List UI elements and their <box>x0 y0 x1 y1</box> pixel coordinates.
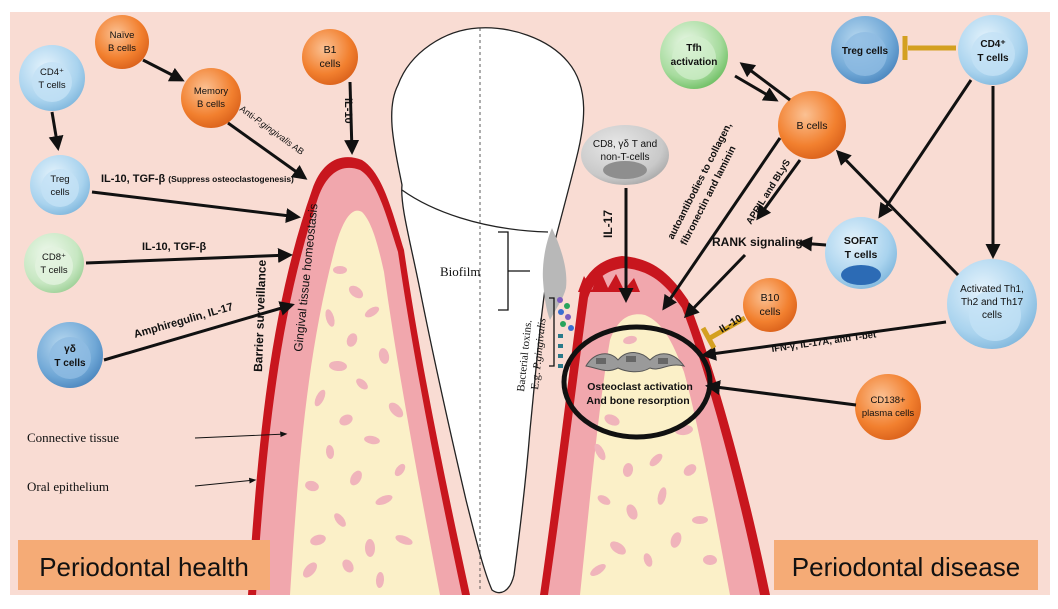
memory-b-cells: Memory B cells <box>181 68 241 128</box>
b-cells-right-label: B cells <box>797 120 828 132</box>
cd8-gd-non-t-cells: CD8, γδ T and non-T-cells <box>581 125 669 185</box>
gamma-delta-t-cells-left: γδ T cells <box>37 322 103 388</box>
osteoclast-label-1: Osteoclast activation <box>587 381 693 393</box>
b1-line1: B1 <box>324 44 337 56</box>
treg-left-line1: Treg <box>50 174 69 185</box>
oral-epithelium-label: Oral epithelium <box>27 479 109 494</box>
naive-b-line2: B cells <box>108 43 136 54</box>
bone-pore <box>333 266 347 274</box>
b10-cells: B10 cells <box>743 278 797 332</box>
cd4-left-line1: CD4⁺ <box>40 67 64 78</box>
treg-cells-left: Treg cells <box>30 155 90 215</box>
treg-left-line2: cells <box>50 187 69 198</box>
cd4-right-line1: CD4⁺ <box>980 39 1005 50</box>
rank-signaling-label: RANK signaling <box>712 235 803 249</box>
cd4-right-line2: T cells <box>977 53 1009 64</box>
naive-b-line1: Naïve <box>110 30 135 41</box>
cd8-t-cells-left: CD8⁺ T cells <box>24 233 84 293</box>
b1-line2: cells <box>319 58 340 70</box>
sofat-line1: SOFAT <box>844 235 879 247</box>
periodontal-disease-panel: Periodontal disease <box>774 540 1038 590</box>
biofilm-label: Biofilm <box>440 264 480 279</box>
il10-b1-label: IL-10 <box>342 98 354 124</box>
treg-cells-right: Treg cells <box>831 16 899 84</box>
il10-tgfb-label: IL-10, TGF-β <box>142 241 206 253</box>
activated-th-cells: Activated Th1, Th2 and Th17 cells <box>947 259 1037 349</box>
cd8-left-line2: T cells <box>40 265 68 276</box>
cd8-gd-line1: CD8, γδ T and <box>593 139 657 150</box>
b1-cells: B1 cells <box>302 29 358 85</box>
b10-line2: cells <box>759 306 780 318</box>
b-cells-right: B cells <box>778 91 846 159</box>
periodontal-health-panel: Periodontal health <box>18 540 270 590</box>
treg-right-label: Treg cells <box>842 46 889 57</box>
cd4-t-cells-right: CD4⁺ T cells <box>958 15 1028 85</box>
periodontal-disease-title: Periodontal disease <box>792 552 1020 582</box>
tfh-line2: activation <box>671 57 718 68</box>
sofat-line2: T cells <box>845 249 878 261</box>
il17-right-label: IL-17 <box>601 210 615 238</box>
il10-tgfb-suppress-label: IL-10, TGF-β (Suppress osteoclastogenesi… <box>101 173 294 185</box>
memory-b-line1: Memory <box>194 86 229 97</box>
cd4-left-line2: T cells <box>38 80 66 91</box>
tfh-activation-cell: Tfh activation <box>660 21 728 89</box>
activated-th-line2: Th2 and Th17 <box>961 297 1024 308</box>
cd138-plasma-cells: CD138+ plasma cells <box>855 374 921 440</box>
sofat-t-cells: SOFAT T cells <box>825 217 897 289</box>
cd8-left-line1: CD8⁺ <box>42 252 66 263</box>
activated-th-line1: Activated Th1, <box>960 284 1024 295</box>
b10-line1: B10 <box>761 292 780 304</box>
activated-th-line3: cells <box>982 310 1002 321</box>
periodontal-health-title: Periodontal health <box>39 552 249 582</box>
cd4-t-cells-left: CD4⁺ T cells <box>19 45 85 111</box>
naive-b-cells: Naïve B cells <box>95 15 149 69</box>
gd-left-line1: γδ <box>64 344 76 355</box>
connective-tissue-label: Connective tissue <box>27 430 119 445</box>
tfh-line1: Tfh <box>686 43 702 54</box>
cd138-line1: CD138+ <box>870 395 906 406</box>
memory-b-line2: B cells <box>197 99 225 110</box>
osteoclast-label-2: And bone resorption <box>586 395 689 407</box>
cd8-gd-line2: non-T-cells <box>601 152 650 163</box>
gd-left-line2: T cells <box>54 358 86 369</box>
cd138-line2: plasma cells <box>862 408 915 419</box>
